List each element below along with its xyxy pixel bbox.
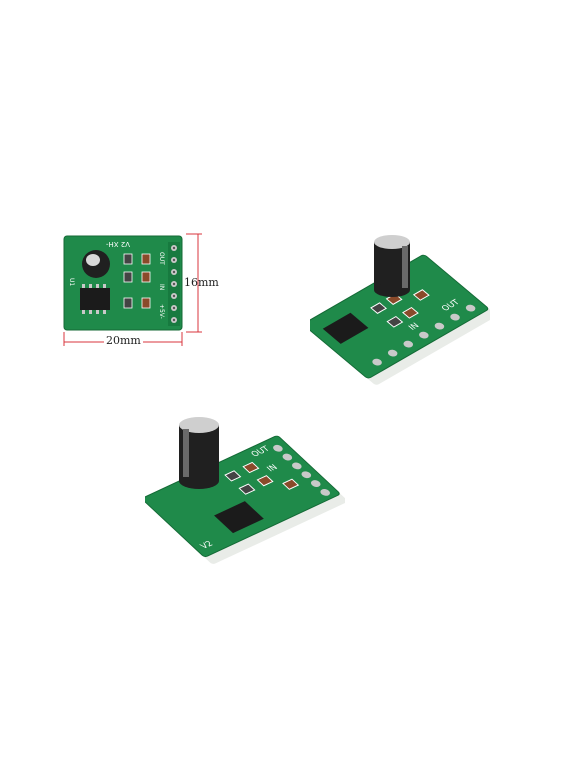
- silk-in-label: IN: [264, 462, 279, 473]
- width-dimension-label: 20mm: [104, 334, 143, 347]
- capacitor: [374, 235, 410, 297]
- amplifier-chip: [322, 312, 369, 344]
- smd-components: [370, 289, 430, 328]
- amplifier-chip: [214, 501, 264, 534]
- board-top-view-photo: V2 XH- OUT IN +5V- U1: [63, 233, 202, 346]
- pin-header: [168, 242, 180, 326]
- silk-5v-label: +5V-: [158, 304, 165, 319]
- height-dimension-label: 16mm: [184, 276, 219, 289]
- silk-u1-label: U1: [68, 278, 75, 286]
- silk-top-label: V2 XH-: [106, 240, 131, 248]
- pin-header: [273, 444, 331, 496]
- silk-v2-label: V2: [198, 539, 215, 551]
- silk-in-label: IN: [158, 284, 165, 290]
- smd-components: [224, 461, 300, 495]
- capacitor: [179, 417, 219, 489]
- pcb-board: [145, 435, 340, 557]
- silk-in-label: IN: [406, 321, 421, 332]
- amplifier-chip: [80, 288, 110, 310]
- board-angled-photo-1: IN OUT: [310, 235, 490, 385]
- smd-components: [123, 253, 151, 309]
- board-angled-photo-2: OUT IN V2: [145, 417, 345, 564]
- pin-header: [372, 304, 476, 366]
- silk-out-label: OUT: [158, 252, 165, 265]
